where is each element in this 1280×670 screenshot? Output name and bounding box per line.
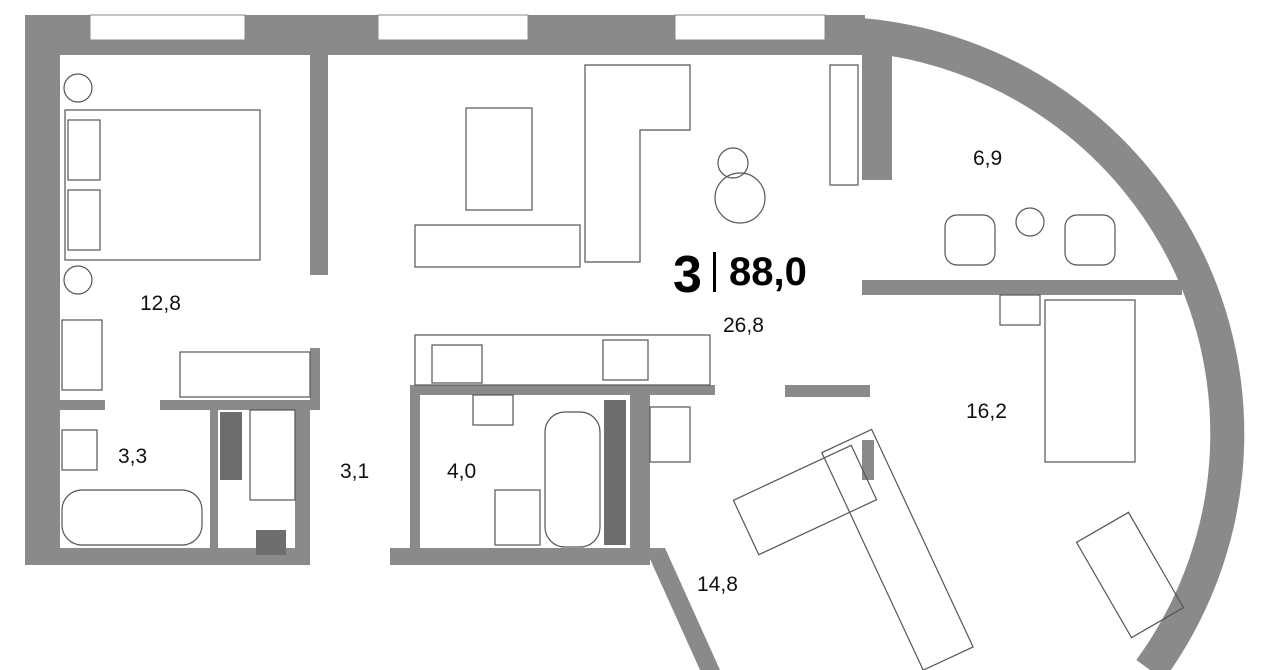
stove [431,344,483,384]
room-area-bathroom-center: 4,0 [447,460,476,483]
sink [61,429,98,471]
total-area: 88,0 [729,250,807,294]
wardrobe [179,351,311,398]
window [674,14,826,41]
room-area-bedroom-bottom: 14,8 [697,573,738,596]
dining-table [465,107,533,211]
rooms-count: 3 [673,246,702,304]
coffee-table [714,172,766,224]
window [377,14,529,41]
room-area-lounge: 6,9 [973,147,1002,170]
window [89,14,246,41]
bathtub [544,411,601,548]
room-area-bedroom-right: 16,2 [966,400,1007,423]
room-area-bathroom-left: 3,3 [118,445,147,468]
bed [64,109,261,261]
lamp-icon [63,265,93,295]
room-area-bedroom-left: 12,8 [140,292,181,315]
room-area-hallway: 3,1 [340,460,369,483]
tv-stand [414,224,581,268]
bathtub [61,489,203,546]
wardrobe [821,428,974,670]
walls [25,14,1245,670]
wardrobe [732,444,878,556]
separator [713,252,716,292]
bed [1044,299,1136,463]
desk [1075,511,1185,639]
kitchen-counter [414,334,711,386]
kitchen-sink [602,339,649,381]
washing-machine [494,489,541,546]
room-area-living-kitchen: 26,8 [723,314,764,337]
labels: 3 88,0 12,8 3,3 3,1 4,0 26,8 6,9 16,2 14… [118,147,1007,596]
lamp-icon [63,73,93,103]
armchair [1064,214,1116,266]
furniture [61,64,1185,670]
sofa [584,64,691,263]
armchair [944,214,996,266]
